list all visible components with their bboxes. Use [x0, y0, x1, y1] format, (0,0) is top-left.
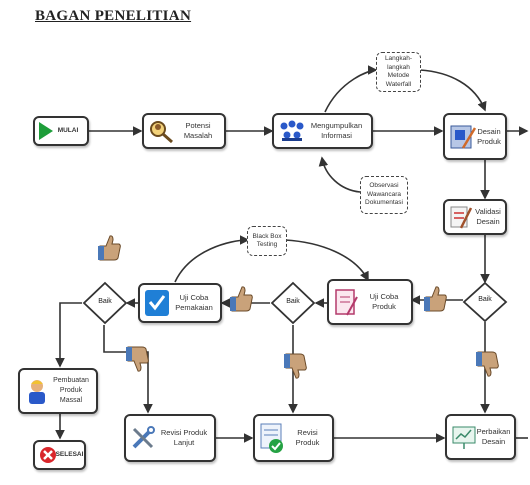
note-metode-waterfall: Langkah-langkah Metode Waterfall — [376, 52, 421, 92]
label-desain-produk: Desain Produk — [477, 126, 501, 146]
node-revisi-produk: Revisi Produk — [253, 414, 334, 462]
label-validasi-desain: Validasi Desain — [475, 207, 501, 226]
worker-icon — [29, 380, 45, 404]
document-check-icon — [260, 423, 283, 453]
node-desain-produk: Desain Produk — [443, 113, 507, 160]
label-pembuatan-produk-massal: Pembuatan Produk Massal — [53, 377, 89, 404]
label-revisi-produk: Revisi Produk — [295, 428, 320, 447]
end-node: SELESAI — [33, 440, 86, 470]
node-revisi-produk-lanjut: Revisi Produk Lanjut — [124, 414, 216, 462]
thumbs-up-icon — [230, 286, 253, 312]
decision-diamond-3 — [462, 281, 508, 323]
decision-label-3: Baik — [478, 296, 492, 303]
node-pembuatan-produk-massal: Pembuatan Produk Massal — [18, 368, 98, 414]
node-potensi-masalah: Potensi Masalah — [142, 113, 226, 149]
node-uji-coba-produk: Uji Coba Produk — [327, 279, 413, 325]
label-uji-coba-produk: Uji Coba Produk — [369, 292, 399, 311]
label-potensi-masalah: Potensi Masalah — [183, 121, 213, 140]
node-validasi-desain: Validasi Desain — [443, 199, 507, 235]
node-mengumpulkan-informasi: Mengumpulkan Informasi — [272, 113, 373, 149]
wrench-screwdriver-icon — [132, 426, 155, 449]
checkbox-icon — [145, 290, 169, 316]
node-uji-coba-pemakaian: Uji Coba Pemakaian — [138, 283, 222, 323]
note-observasi: Observasi Wawancara Dokumentasi — [360, 176, 408, 214]
people-network-icon — [280, 120, 304, 141]
thumbs-up-icon — [424, 286, 447, 312]
note-black-box-testing: Black Box Testing — [247, 226, 287, 256]
thumbs-down-icon — [126, 346, 149, 372]
magnifier-person-icon — [150, 121, 173, 144]
decision-label-2: Baik — [286, 298, 300, 305]
decision-diamond-1 — [82, 281, 128, 325]
board-chart-icon — [452, 426, 476, 449]
page-title: BAGAN PENELITIAN — [35, 8, 192, 24]
decision-diamond-2 — [270, 281, 316, 325]
label-mengumpulkan-informasi: Mengumpulkan Informasi — [310, 121, 363, 140]
start-label: MULAI — [57, 127, 79, 134]
thumbs-up-icon — [98, 235, 121, 261]
checklist-pencil-icon — [450, 206, 473, 229]
thumbs-down-icon — [284, 353, 307, 379]
thumbs-down-icon — [476, 351, 499, 377]
play-icon — [39, 122, 53, 140]
stop-icon — [40, 447, 56, 463]
label-perbaikan-desain: Perbaikan Desain — [476, 427, 511, 446]
design-tools-icon — [450, 125, 477, 149]
label-uji-coba-pemakaian: Uji Coba Pemakaian — [175, 293, 213, 312]
label-revisi-produk-lanjut: Revisi Produk Lanjut — [160, 428, 208, 447]
node-perbaikan-desain: Perbaikan Desain — [445, 414, 516, 460]
decision-label-1: Baik — [98, 298, 112, 305]
start-node: MULAI — [33, 116, 89, 146]
clipboard-test-icon — [335, 289, 358, 316]
end-label: SELESAI — [55, 451, 84, 458]
